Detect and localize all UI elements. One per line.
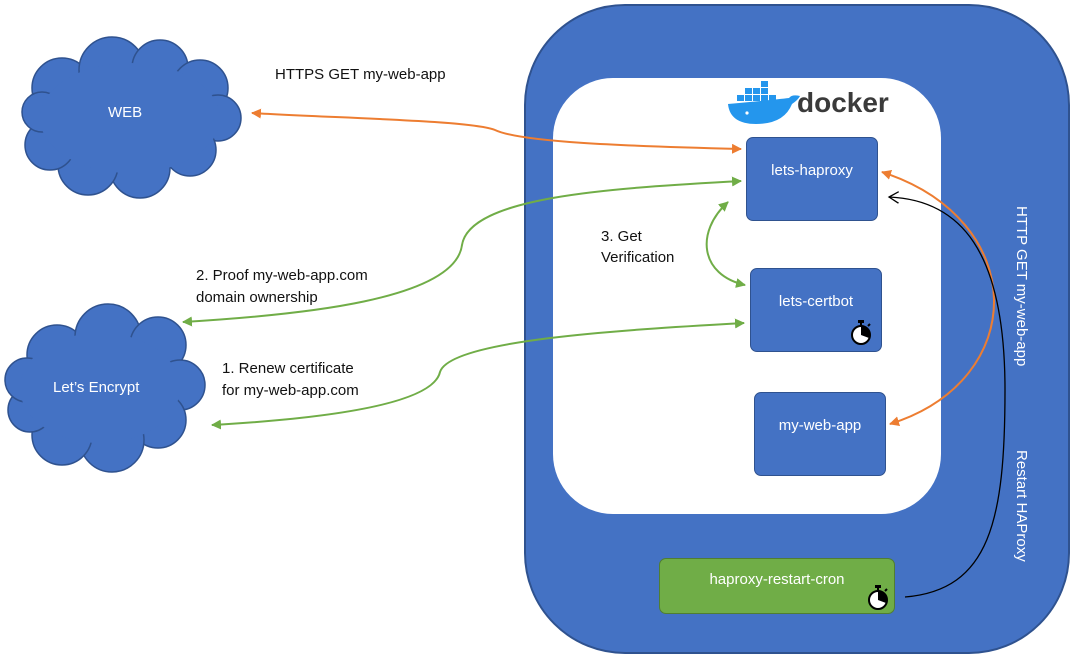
web-cloud (21, 36, 242, 199)
arrow-proof-ownership (182, 176, 742, 327)
label-http-get-vertical: HTTP GET my-web-app (1013, 206, 1030, 367)
container-haproxy-restart-cron-label: haproxy-restart-cron (709, 571, 845, 588)
container-lets-certbot-label: lets-certbot (778, 293, 854, 310)
letsencrypt-cloud-label: Let’s Encrypt (53, 379, 140, 396)
arrow-renew-certificate (211, 318, 745, 430)
arrow-http-get (881, 170, 995, 427)
arrow-get-verification (705, 201, 746, 288)
arrow-restart-haproxy (889, 197, 1006, 598)
label-step3-line1: 3. Get (601, 228, 642, 245)
label-step1-line1: 1. Renew certificate (222, 360, 354, 377)
docker-logo-text: docker (797, 87, 889, 118)
container-haproxy-restart-cron: haproxy-restart-cron (659, 558, 895, 614)
label-step3-line2: Verification (601, 249, 675, 266)
letsencrypt-cloud (4, 303, 206, 473)
web-cloud-label: WEB (108, 104, 143, 121)
stopwatch-icon (868, 585, 888, 610)
container-my-web-app-label: my-web-app (778, 417, 862, 434)
label-step2-line1: 2. Proof my-web-app.com (196, 267, 368, 284)
label-step1-line2: for my-web-app.com (222, 382, 359, 399)
label-step2-line2: domain ownership (196, 289, 318, 306)
docker-logo-icon (728, 81, 800, 124)
container-my-web-app: my-web-app (754, 392, 886, 476)
container-lets-haproxy: lets-haproxy (746, 137, 878, 221)
arrow-https-get (251, 108, 742, 154)
label-restart-haproxy-vertical: Restart HAProxy (1013, 450, 1030, 562)
container-lets-haproxy-label: lets-haproxy (771, 162, 853, 179)
label-https-get: HTTPS GET my-web-app (275, 66, 446, 83)
container-lets-certbot: lets-certbot (750, 268, 882, 352)
stopwatch-icon (851, 320, 871, 345)
